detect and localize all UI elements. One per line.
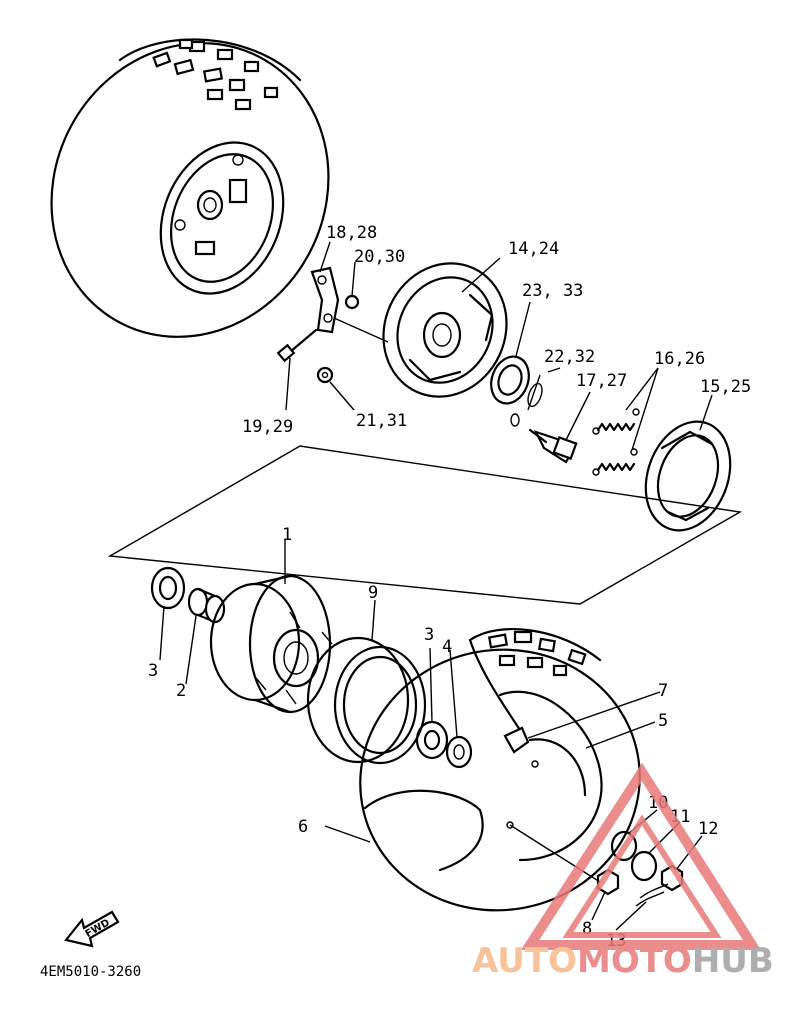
oil-seal	[490, 355, 543, 427]
brake-shoe-plate	[382, 262, 508, 398]
callout-16-26: 16,26	[654, 349, 705, 369]
callout-19-29: 19,29	[242, 417, 293, 437]
callout-9: 9	[368, 583, 378, 603]
watermark-logo: AUTOMOTOHUB	[472, 762, 774, 981]
brake-cam-lever	[276, 266, 389, 384]
callout-15-25: 15,25	[700, 377, 751, 397]
callout-6: 6	[298, 817, 308, 837]
wheel-hub	[209, 574, 333, 714]
callout-21-31: 21,31	[356, 411, 407, 431]
bearing-right	[415, 720, 449, 760]
callout-8: 8	[582, 919, 592, 939]
watermark-triangle-outer	[520, 762, 762, 950]
bearing-left	[150, 566, 186, 610]
callout-3a: 3	[148, 661, 158, 681]
rim-ring	[306, 636, 427, 765]
callout-4: 4	[442, 637, 452, 657]
upper-tire	[50, 38, 330, 338]
callout-12: 12	[698, 819, 718, 839]
callout-20-30: 20,30	[354, 247, 405, 267]
brake-camshaft	[528, 428, 578, 464]
callout-22-32: 22,32	[544, 347, 595, 367]
brake-group-outline	[107, 445, 743, 605]
watermark-triangle-inner	[562, 814, 722, 938]
callout-23-33: 23, 33	[522, 281, 583, 301]
lower-tire	[359, 628, 641, 912]
axle-nut-set	[509, 824, 684, 907]
callout-1: 1	[282, 525, 292, 545]
diagram-code: 4EM5010-3260	[40, 964, 141, 980]
fwd-arrow: FWD	[64, 910, 120, 948]
return-springs	[592, 367, 659, 476]
leader-lines	[159, 241, 703, 931]
callout-17-27: 17,27	[576, 371, 627, 391]
callout-14-24: 14,24	[508, 239, 559, 259]
washer	[445, 735, 473, 769]
spacer-collar	[187, 587, 226, 624]
callout-18-28: 18,28	[326, 223, 377, 243]
callout-3b: 3	[424, 625, 434, 645]
callout-5: 5	[658, 711, 668, 731]
callout-2: 2	[176, 681, 186, 701]
brake-shoes	[644, 394, 732, 532]
callout-7: 7	[658, 681, 668, 701]
watermark-text: AUTOMOTOHUB	[472, 941, 774, 981]
